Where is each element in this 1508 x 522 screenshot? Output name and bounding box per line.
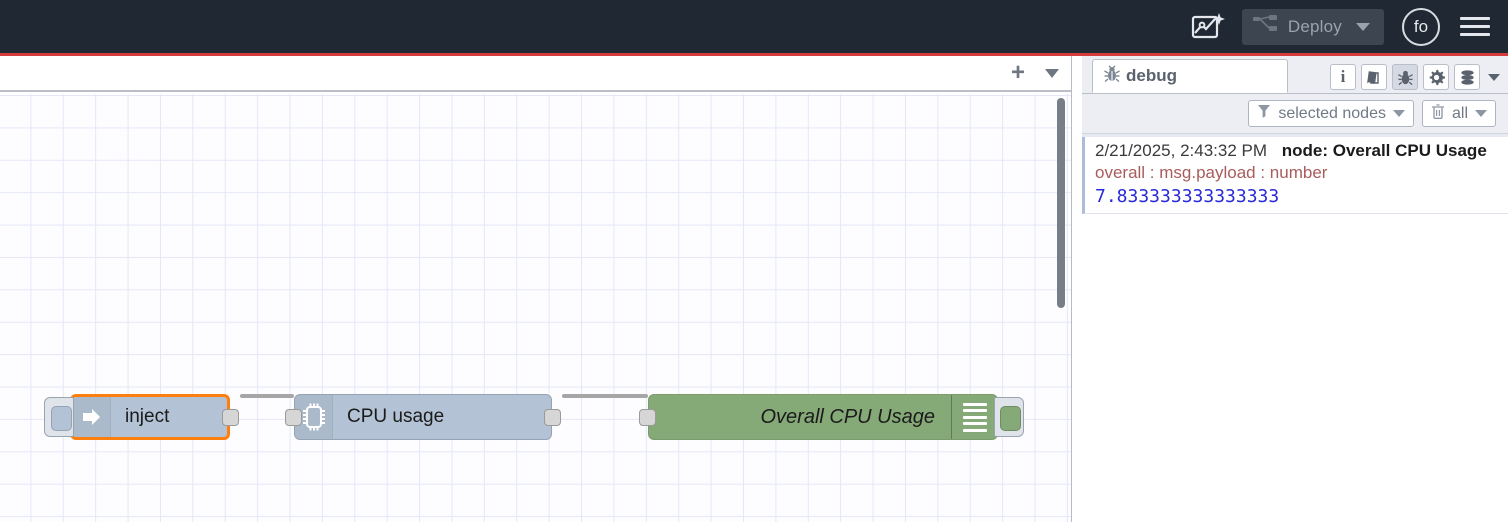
node-output-port[interactable] (222, 409, 239, 426)
node-label: Overall CPU Usage (760, 405, 935, 428)
filter-label: selected nodes (1278, 104, 1386, 122)
debug-message-list[interactable]: 2/21/2025, 2:43:32 PM node: Overall CPU … (1082, 137, 1508, 214)
chevron-down-icon[interactable] (1488, 73, 1500, 81)
sidebar-tool-buttons: i (1330, 64, 1508, 93)
avatar[interactable]: fo (1402, 7, 1440, 46)
deploy-button[interactable]: Deploy (1241, 8, 1384, 45)
deploy-icon (1252, 14, 1278, 39)
chevron-down-icon[interactable] (1356, 22, 1370, 31)
context-data-icon[interactable] (1454, 64, 1480, 90)
chevron-down-icon[interactable] (1045, 68, 1059, 78)
message-source-node: node: Overall CPU Usage (1281, 141, 1487, 160)
clear-label: all (1451, 104, 1468, 122)
info-tab-icon[interactable]: i (1330, 64, 1356, 90)
sidebar-tab-row: debug i (1082, 56, 1508, 94)
message-value: 7.833333333333333 (1095, 186, 1280, 207)
header-accent-line (0, 53, 1508, 56)
message-header: 2/21/2025, 2:43:32 PM node: Overall CPU … (1095, 141, 1508, 161)
node-output-port[interactable] (544, 409, 561, 426)
node-inject[interactable]: inject (44, 394, 239, 440)
message-timestamp: 2/21/2025, 2:43:32 PM (1095, 141, 1268, 160)
node-label: inject (125, 406, 170, 427)
node-overall-cpu-usage[interactable]: Overall CPU Usage (639, 394, 1024, 440)
inject-trigger-button[interactable] (44, 397, 74, 437)
canvas-vertical-scrollbar[interactable] (1057, 98, 1065, 308)
hamburger-menu-icon[interactable] (1460, 12, 1490, 41)
deploy-label: Deploy (1287, 16, 1342, 36)
wire-cpu-to-debug[interactable] (562, 394, 648, 398)
chevron-down-icon[interactable] (1392, 110, 1405, 117)
node-label: CPU usage (347, 406, 445, 427)
wire-inject-to-cpu[interactable] (240, 394, 294, 398)
flow-workspace: + inject (0, 56, 1072, 522)
message-list-shadow (1082, 134, 1508, 137)
clear-messages-button[interactable]: all (1421, 100, 1496, 127)
filter-selected-nodes[interactable]: selected nodes (1248, 100, 1414, 127)
chevron-down-icon[interactable] (1475, 110, 1487, 117)
sidebar-panel: debug i (1082, 56, 1508, 522)
funnel-icon (1257, 104, 1271, 123)
tab-debug[interactable]: debug (1092, 59, 1288, 93)
help-book-icon[interactable] (1361, 64, 1387, 90)
debug-lines-icon (951, 395, 997, 439)
flow-canvas[interactable]: inject (0, 94, 1071, 522)
add-flow-button[interactable]: + (1010, 59, 1025, 86)
debug-message[interactable]: 2/21/2025, 2:43:32 PM node: Overall CPU … (1082, 137, 1508, 214)
flow-tab-bar: + (0, 56, 1071, 92)
main-header: Deploy fo (0, 0, 1508, 53)
tab-debug-label: debug (1126, 66, 1177, 85)
debug-filter-row: selected nodes all (1082, 94, 1508, 134)
node-input-port[interactable] (639, 409, 656, 426)
inject-arrow-icon (73, 397, 111, 437)
node-cpu-usage[interactable]: CPU usage (285, 394, 561, 440)
config-gear-icon[interactable] (1423, 64, 1449, 90)
node-input-port[interactable] (285, 409, 302, 426)
avatar-initials: fo (1413, 16, 1429, 36)
debug-enable-toggle[interactable] (994, 397, 1024, 437)
flow-magic-icon[interactable] (1186, 8, 1230, 46)
debug-tab-icon[interactable] (1392, 64, 1418, 90)
bug-icon (1103, 64, 1121, 88)
trash-icon (1431, 103, 1445, 124)
message-property: overall : msg.payload : number (1095, 163, 1328, 182)
